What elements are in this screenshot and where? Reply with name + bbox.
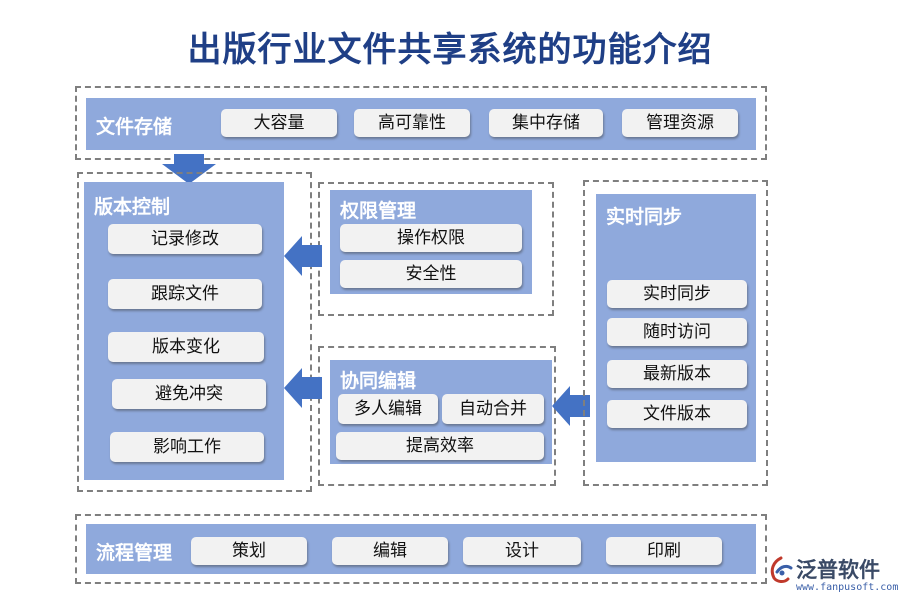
file-storage-item: 高可靠性: [354, 109, 470, 137]
workflow-item: 印刷: [606, 537, 722, 565]
version-control-item: 跟踪文件: [108, 279, 262, 309]
version-control-item: 影响工作: [110, 432, 264, 462]
workflow-item: 编辑: [332, 537, 448, 565]
realtime-sync-panel: 实时同步 实时同步 随时访问 最新版本 文件版本: [596, 194, 756, 462]
realtime-sync-item: 最新版本: [607, 360, 747, 388]
collaboration-item: 多人编辑: [338, 394, 438, 424]
file-storage-panel: 文件存储 大容量 高可靠性 集中存储 管理资源: [86, 98, 756, 150]
file-storage-frame: [75, 86, 767, 160]
collaboration-frame: [318, 346, 556, 486]
file-storage-label: 文件存储: [96, 116, 173, 138]
workflow-label: 流程管理: [96, 542, 173, 564]
workflow-item: 策划: [191, 537, 307, 565]
permission-panel: 权限管理 操作权限 安全性: [330, 190, 532, 294]
collaboration-label: 协同编辑: [340, 370, 417, 392]
realtime-sync-item: 随时访问: [607, 318, 747, 346]
version-control-item: 记录修改: [108, 224, 262, 254]
collaboration-item: 自动合并: [442, 394, 544, 424]
realtime-sync-item: 实时同步: [607, 280, 747, 308]
logo-name: 泛普软件: [796, 558, 880, 582]
permission-label: 权限管理: [340, 200, 417, 222]
arrow-down-icon: [162, 154, 216, 184]
version-control-panel: 版本控制 记录修改 跟踪文件 版本变化 避免冲突 影响工作: [84, 182, 284, 480]
fanpu-logo-icon: [770, 556, 793, 583]
realtime-sync-label: 实时同步: [606, 206, 683, 228]
file-storage-item: 大容量: [221, 109, 337, 137]
arrow-left-icon: [284, 368, 322, 408]
permission-item: 操作权限: [340, 224, 522, 252]
arrow-left-icon: [552, 386, 590, 426]
file-storage-item: 管理资源: [622, 109, 738, 137]
permission-item: 安全性: [340, 260, 522, 288]
arrow-left-icon: [284, 236, 322, 276]
fanpu-logo: 泛普软件 www.fanpusoft.com: [768, 552, 898, 598]
realtime-sync-item: 文件版本: [607, 400, 747, 428]
file-storage-item: 集中存储: [489, 109, 603, 137]
workflow-panel: 流程管理 策划 编辑 设计 印刷: [86, 524, 756, 574]
workflow-frame: [75, 514, 767, 584]
version-control-item: 避免冲突: [112, 379, 266, 409]
workflow-item: 设计: [463, 537, 581, 565]
realtime-sync-frame: [583, 180, 768, 486]
logo-url: www.fanpusoft.com: [796, 582, 899, 593]
collaboration-item: 提高效率: [336, 432, 544, 460]
version-control-frame: [77, 172, 312, 492]
version-control-label: 版本控制: [94, 196, 171, 218]
page-title: 出版行业文件共享系统的功能介绍: [187, 30, 713, 70]
collaboration-panel: 协同编辑 多人编辑 自动合并 提高效率: [330, 360, 552, 464]
version-control-item: 版本变化: [108, 332, 264, 362]
